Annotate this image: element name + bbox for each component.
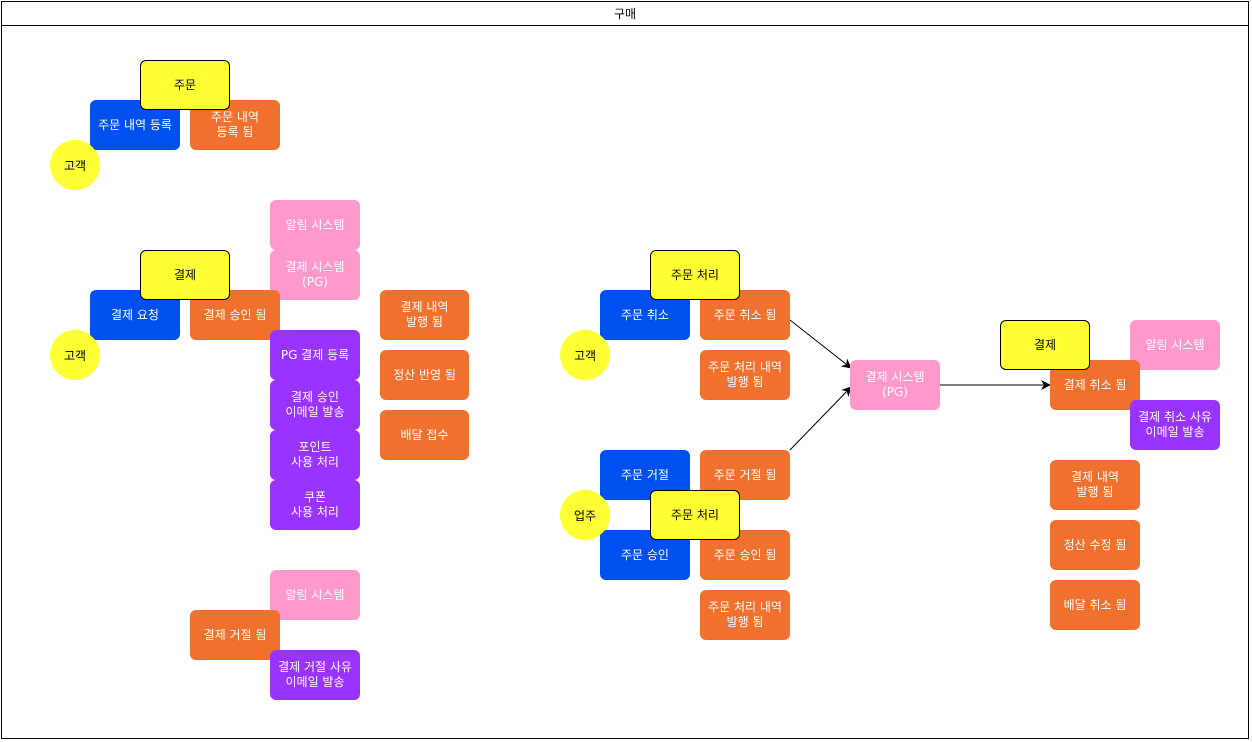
- coupon-use-policy[interactable]: 쿠폰 사용 처리: [270, 480, 360, 530]
- pg-register-policy[interactable]: PG 결제 등록: [270, 330, 360, 380]
- delivery-cancelled-event[interactable]: 배달 취소 됨: [1050, 580, 1140, 630]
- order-approve-history-event[interactable]: 주문 처리 내역 발행 됨: [700, 590, 790, 640]
- order-process-aggregate-customer[interactable]: 주문 처리: [650, 250, 740, 300]
- payment-customer-actor[interactable]: 고객: [50, 330, 100, 380]
- cancel-payment-history-event[interactable]: 결제 내역 발행 됨: [1050, 460, 1140, 510]
- cancel-notify-system[interactable]: 알림 시스템: [1130, 320, 1220, 370]
- payment-aggregate[interactable]: 결제: [140, 250, 230, 300]
- arrow-reject-to-pg: [789, 386, 852, 451]
- payment-pg-system[interactable]: 결제 시스템 (PG): [270, 250, 360, 300]
- order-process-customer-actor[interactable]: 고객: [560, 330, 610, 380]
- point-use-policy[interactable]: 포인트 사용 처리: [270, 430, 360, 480]
- payment-rejected-event[interactable]: 결제 거절 됨: [190, 610, 280, 660]
- arrow-cancel-to-pg: [789, 319, 852, 369]
- reject-notify-system[interactable]: 알림 시스템: [270, 570, 360, 620]
- delivery-received-event[interactable]: 배달 접수: [380, 410, 469, 460]
- reject-email-policy[interactable]: 결제 거절 사유 이메일 발송: [270, 650, 360, 700]
- order-customer-actor[interactable]: 고객: [50, 140, 100, 190]
- settlement-applied-event[interactable]: 정산 반영 됨: [380, 350, 469, 400]
- order-cancel-history-event[interactable]: 주문 처리 내역 발행 됨: [700, 350, 790, 400]
- approval-email-policy[interactable]: 결제 승인 이메일 발송: [270, 380, 360, 430]
- payment-notify-system[interactable]: 알림 시스템: [270, 200, 360, 250]
- order-aggregate[interactable]: 주문: [140, 60, 230, 110]
- order-process-merchant-actor[interactable]: 업주: [560, 490, 610, 540]
- settlement-modified-event[interactable]: 정산 수정 됨: [1050, 520, 1140, 570]
- cancel-email-policy[interactable]: 결제 취소 사유 이메일 발송: [1130, 400, 1220, 450]
- frame-title: 구매: [2, 2, 1248, 26]
- order-process-pg-system[interactable]: 결제 시스템 (PG): [850, 360, 940, 410]
- order-process-aggregate-merchant[interactable]: 주문 처리: [650, 490, 740, 540]
- payment-history-event[interactable]: 결제 내역 발행 됨: [380, 290, 469, 340]
- payment-cancel-aggregate[interactable]: 결제: [1000, 320, 1090, 370]
- order-rejected-event[interactable]: 주문 거절 됨: [700, 450, 790, 500]
